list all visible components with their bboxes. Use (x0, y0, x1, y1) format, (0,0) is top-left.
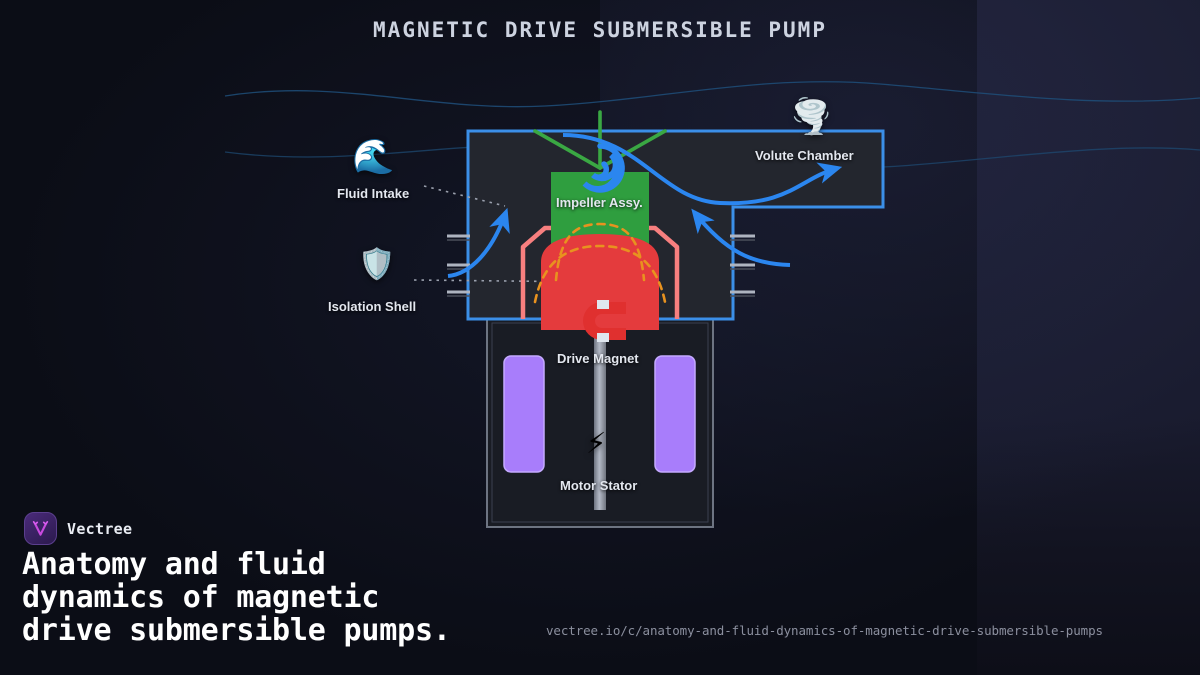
drive-shaft (594, 330, 606, 510)
label-fluid-intake: Fluid Intake (337, 186, 410, 201)
leader-lines (413, 185, 601, 283)
label-volute-chamber: Volute Chamber (755, 148, 854, 163)
headline-line-2: dynamics of magnetic (22, 580, 380, 615)
spiral-icon (582, 143, 625, 193)
magnetic-flux-lines (533, 222, 667, 304)
label-impeller-assembly: Impeller Assy. (556, 195, 643, 210)
tornado-emoji: 🌪️ (790, 97, 833, 137)
flow-arrow-intake-left (447, 207, 510, 278)
pump-diagram (413, 110, 885, 528)
label-isolation-shell: Isolation Shell (328, 299, 417, 314)
stator-coil-right (654, 355, 696, 473)
brand-row[interactable]: Vectree (24, 512, 132, 545)
housing-ports-right-shadow (730, 239, 755, 297)
page-title: MAGNETIC DRIVE SUBMERSIBLE PUMP (373, 18, 827, 42)
stator-coil-left (503, 355, 545, 473)
logo-glyph (32, 521, 49, 536)
flow-arrow-intake-right (691, 208, 791, 267)
housing-ports-right (730, 234, 755, 294)
headline-line-1: Anatomy and fluid (22, 547, 326, 582)
headline: Anatomy and fluid dynamics of magnetic d… (22, 548, 582, 647)
lightning-bolt-icon: ⚡ (586, 426, 607, 460)
brand-name: Vectree (67, 519, 133, 538)
flow-arrow-volute (562, 133, 843, 206)
label-drive-magnet: Drive Magnet (557, 351, 639, 366)
shield-emoji: 🛡️ (358, 247, 396, 282)
housing-ports-left (447, 234, 470, 294)
headline-line-3: drive submersible pumps. (22, 613, 451, 648)
drive-magnet-rotor-shape (541, 234, 659, 330)
source-url[interactable]: vectree.io/c/anatomy-and-fluid-dynamics-… (546, 623, 1103, 638)
wave-emoji: 🌊 (352, 137, 395, 177)
magnet-icon (583, 300, 626, 342)
vectree-logo-icon (24, 512, 57, 545)
label-motor-stator: Motor Stator (560, 478, 638, 493)
